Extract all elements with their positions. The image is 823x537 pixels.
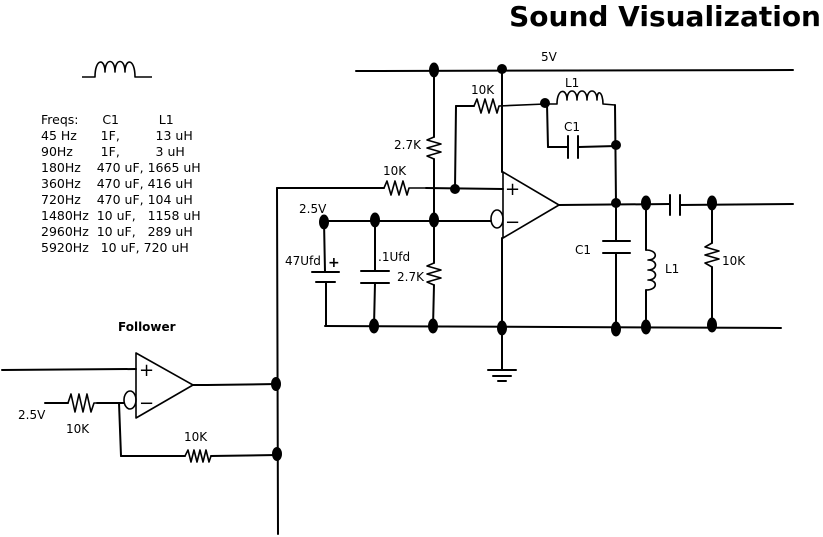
junction-dot [707,317,717,333]
tank-wire [614,104,617,204]
top-cap-label: C1 [564,120,580,134]
main-minus-sign: − [505,212,520,233]
noninverting-input-wire [425,187,504,190]
junction-dot [429,212,439,228]
page-title: Sound Visualization [509,0,821,33]
junction-dot [611,198,621,208]
frequency-table-row: 720Hz 470 uF, 104 uH [41,192,193,207]
follower-title: Follower [118,320,176,334]
follower-ref-label: 2.5V [18,408,46,422]
junction-dot [497,64,507,74]
junction-dot [611,321,621,337]
follower-feedback-resistor [184,449,212,463]
junction-dot [707,195,717,211]
output-capacitor [669,194,681,216]
junction-dot [641,319,651,335]
frequency-table-row: 2960Hz 10 uF, 289 uH [41,224,193,239]
tank-inductor-label: L1 [665,262,679,276]
junction-dot [641,195,651,211]
tank-cap-label: C1 [575,243,591,257]
divider-top-label: 2.7K [394,138,422,152]
top-inductor-label: L1 [565,76,579,90]
junction-dot [272,447,282,461]
divider-top-resistor [426,136,442,160]
bulk-cap-wire [323,220,326,273]
main-plus-sign: + [505,179,520,200]
feedback-wire [454,105,457,190]
load-resistor [704,242,720,268]
bulk-cap-polarity: + [328,255,340,271]
junction-dot [370,212,380,228]
top-inductor [545,90,616,106]
ground-icon [487,369,517,382]
tank-capacitor [602,240,631,254]
bulk-cap-label: 47Ufd [285,254,321,268]
tank-wire [546,103,549,148]
reference-label: 2.5V [299,202,327,216]
frequency-table-row: 180Hz 470 uF, 1665 uH [41,160,201,175]
junction-dot [429,62,439,78]
tank-inductor [645,249,657,291]
input-res-label: 10K [383,164,407,178]
divider-bottom-resistor [426,262,442,286]
load-res-label: 10K [722,254,746,268]
follower-inverting-bubble [123,390,137,410]
top-res-label: 10K [471,83,495,97]
follower-input-res-label: 10K [66,422,90,436]
frequency-table: Freqs: C1 L1 45 Hz 1F, 13 uH 90Hz 1F, 3 … [41,112,201,256]
junction-dot [450,184,460,194]
ground-rail [324,325,782,329]
junction-dot [611,140,621,150]
follower-feedback-res-label: 10K [184,430,208,444]
supply-rail-5v [355,69,794,72]
legend-inductor-icon [82,60,152,78]
junction-dot [428,318,438,334]
bypass-cap-label: .1Ufd [378,250,410,264]
junction-dot [497,320,507,336]
input-resistor [383,180,426,196]
tank-wire [578,145,617,148]
follower-input-resistor [67,393,97,413]
output-wire [679,203,794,206]
frequency-table-row: 5920Hz 10 uF, 720 uH [41,240,189,255]
follower-plus-sign: + [139,360,154,381]
frequency-table-row: 90Hz 1F, 3 uH [41,144,185,159]
supply-label: 5V [541,50,558,64]
junction-dot [369,318,379,334]
frequency-table-row: 45 Hz 1F, 13 uH [41,128,193,143]
top-resistor [473,98,546,114]
follower-output-bus [276,187,279,535]
frequency-table-row: 1480Hz 10 uF, 1158 uH [41,208,201,223]
main-inverting-bubble [490,209,504,229]
top-capacitor [567,135,579,159]
junction-dots [319,62,717,337]
bypass-capacitor [360,270,390,284]
follower-opamp: + − [123,352,194,419]
junction-dot [540,98,550,108]
follower-wires [1,368,278,457]
frequency-table-header: Freqs: C1 L1 [41,112,174,127]
junction-dot [271,377,281,391]
main-opamp: + − [490,171,560,239]
follower-minus-sign: − [139,393,154,414]
divider-bottom-label: 2.7K [397,270,425,284]
frequency-table-row: 360Hz 470 uF, 416 uH [41,176,193,191]
bulk-capacitor [311,271,340,283]
junction-dot [319,214,329,230]
